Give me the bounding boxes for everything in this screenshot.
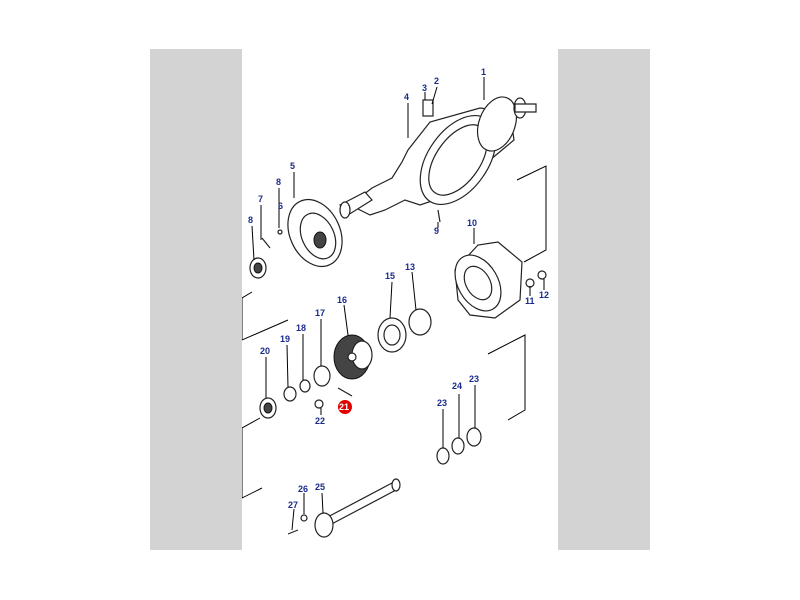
callout-13: 13 bbox=[405, 262, 415, 272]
brake-drum bbox=[454, 241, 523, 319]
callout-21-highlight bbox=[338, 400, 352, 414]
seal-ring bbox=[249, 257, 267, 279]
callout-1: 1 bbox=[481, 67, 486, 77]
callout-19: 19 bbox=[280, 334, 290, 344]
shaft-fasteners bbox=[287, 514, 308, 535]
callout-2: 2 bbox=[434, 76, 439, 86]
callout-21: 21 bbox=[339, 402, 349, 412]
callout-18: 18 bbox=[296, 323, 306, 333]
callout-6: 6 bbox=[278, 201, 283, 211]
callout-12: 12 bbox=[539, 290, 549, 300]
callout-8a: 8 bbox=[276, 177, 281, 187]
callout-15: 15 bbox=[385, 271, 395, 281]
bolt-parts bbox=[261, 229, 283, 249]
hub-flange bbox=[333, 334, 373, 380]
bracket-left-mid bbox=[242, 291, 289, 341]
callout-24: 24 bbox=[452, 381, 462, 391]
callout-8b: 8 bbox=[248, 215, 253, 225]
left-margin-panel bbox=[150, 49, 242, 550]
diagram-canvas: 1 2 3 4 5 6 7 8 8 9 10 11 12 13 15 16 17… bbox=[242, 67, 549, 538]
callout-23b: 23 bbox=[437, 398, 447, 408]
right-margin-panel bbox=[558, 49, 650, 550]
wheel-nuts bbox=[525, 270, 547, 288]
axle-housing bbox=[339, 96, 537, 223]
bracket-left-bottom bbox=[242, 417, 263, 499]
bearing-and-ring bbox=[377, 308, 432, 353]
callout-20: 20 bbox=[260, 346, 270, 356]
callout-labels: 1 2 3 4 5 6 7 8 8 9 10 11 12 13 15 16 17… bbox=[248, 67, 549, 510]
callout-17: 17 bbox=[315, 308, 325, 318]
callout-25: 25 bbox=[315, 482, 325, 492]
exploded-parts-diagram: 1 2 3 4 5 6 7 8 8 9 10 11 12 13 15 16 17… bbox=[242, 49, 558, 550]
axle-shaft bbox=[314, 478, 401, 538]
callout-9: 9 bbox=[434, 226, 439, 236]
callout-22: 22 bbox=[315, 416, 325, 426]
callout-26: 26 bbox=[298, 484, 308, 494]
callout-4: 4 bbox=[404, 92, 409, 102]
callout-11: 11 bbox=[525, 296, 535, 306]
snap-rings bbox=[436, 427, 482, 465]
callout-5: 5 bbox=[290, 161, 295, 171]
backing-plate bbox=[287, 198, 343, 268]
callout-3: 3 bbox=[422, 83, 427, 93]
callout-7: 7 bbox=[258, 194, 263, 204]
callout-16: 16 bbox=[337, 295, 347, 305]
bracket-right-mid bbox=[487, 334, 526, 421]
callout-23a: 23 bbox=[469, 374, 479, 384]
callout-27: 27 bbox=[288, 500, 298, 510]
leader-lines bbox=[251, 77, 545, 531]
small-seals bbox=[259, 365, 353, 419]
bracket-right-top bbox=[516, 165, 547, 263]
callout-10: 10 bbox=[467, 218, 477, 228]
